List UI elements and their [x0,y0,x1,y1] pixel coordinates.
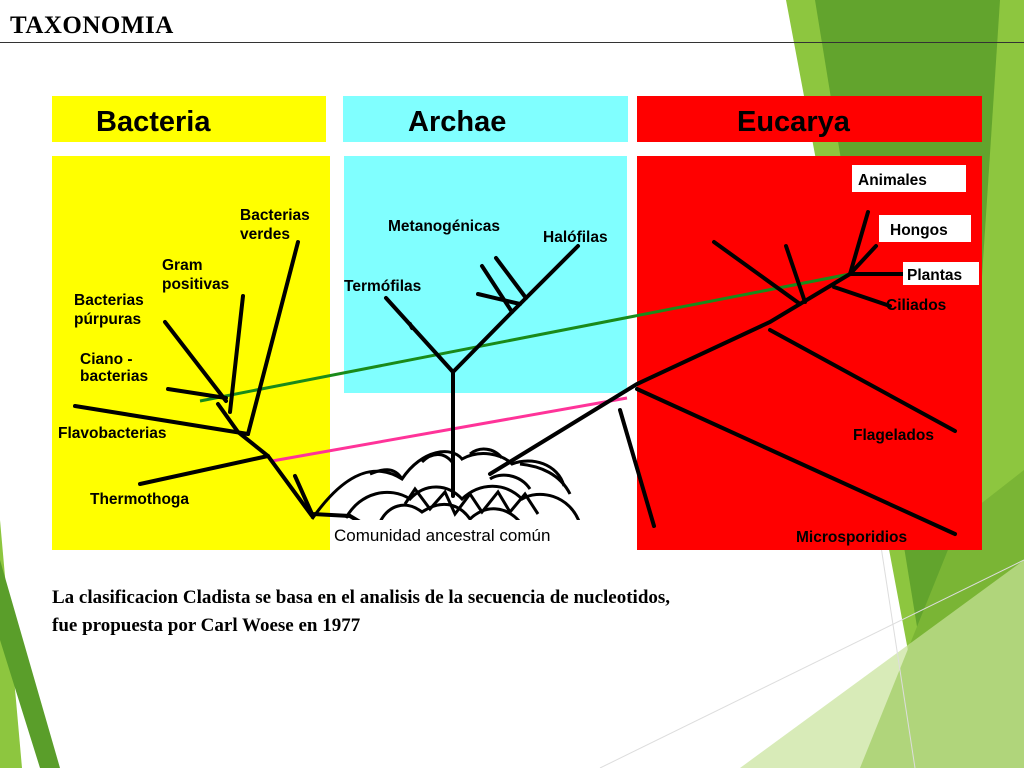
branch-purpuras [163,320,228,403]
branch-flagelados [768,328,957,433]
branch-upper-mid [784,244,807,304]
deco-shard-bottom-left-2 [0,560,60,768]
branch-upper-left [712,240,802,306]
root-label-box [330,520,628,550]
deco-thin-line-2 [879,539,916,768]
branch-gram-positivas [228,294,245,414]
label-ciano-1: Ciano - [80,351,133,368]
label-metanogenicas: Metanogénicas [388,218,500,235]
branch-flavo [73,404,250,436]
title-rule [0,42,1024,43]
net-strand-6 [489,462,572,495]
eucarya-heading: Eucarya [737,106,851,138]
slide-title: TAXONOMIA [10,12,174,39]
branch-termofilas [384,296,455,374]
animales-label-box [852,165,966,192]
chloroplast-transfer-line [199,272,851,403]
label-thermothoga: Thermothoga [90,491,189,508]
label-gram-1: Gram [162,257,203,274]
branch-bacterias-verdes [246,240,300,436]
eucarya-trunk [488,272,852,476]
net-strand-3 [378,502,522,524]
slide-caption: La clasificacion Cladista se basa en el … [52,584,992,640]
branch-metano-2 [476,292,522,306]
bacteria-branches [73,240,314,518]
eucarya-header [637,96,982,142]
label-bacterias-verdes-1: Bacterias [240,207,310,224]
bacteria-header [52,96,326,142]
archae-heading: Archae [408,106,506,138]
branch-microsporidios [635,387,957,536]
label-halofilas: Halófilas [543,229,608,246]
label-microsporidios: Microsporidios [796,529,907,546]
label-purpuras-2: púrpuras [74,311,141,328]
mitochondria-transfer-line [271,396,628,463]
caption-line-2: fue propuesta por Carl Woese en 1977 [52,615,361,636]
deco-thin-line-1 [599,559,1024,768]
phylogenetic-tree-figure: Bacteria Archae Eucarya [50,94,984,552]
net-strand-4 [369,447,504,480]
branch-ciano [166,387,228,400]
label-hongos: Hongos [890,222,948,239]
branch-ciliados [832,285,892,308]
label-animales: Animales [858,172,927,189]
label-comunidad-ancestral: Comunidad ancestral común [334,526,550,545]
ancestral-community-net [310,447,582,525]
label-termofilas: Termófilas [344,278,421,295]
archae-branches [384,244,580,498]
branch-hongos [848,244,878,276]
label-bacterias-verdes-2: verdes [240,226,290,243]
deco-shard-bottom-pale [740,560,1024,768]
branch-animales [848,210,870,276]
net-strand-1 [310,450,566,520]
label-ciano-2: bacterias [80,368,148,385]
branch-lower-left [618,408,656,528]
label-purpuras-1: Bacterias [74,292,144,309]
label-plantas: Plantas [907,267,962,284]
hongos-label-box [879,215,971,242]
branch-termofilas-2 [408,322,414,330]
branch-metano-1 [480,264,514,314]
label-flagelados: Flagelados [853,427,934,444]
branch-thermothoga [138,454,270,486]
branch-metano-3 [494,256,528,300]
label-gram-2: positivas [162,276,229,293]
label-flavobacterias: Flavobacterias [58,425,167,442]
net-strand-5 [403,486,540,517]
net-strand-2 [344,484,582,525]
caption-line-1: La clasificacion Cladista se basa en el … [52,587,671,608]
archae-header [343,96,628,142]
bacteria-heading: Bacteria [96,106,211,138]
bacteria-trunk [216,402,314,518]
plantas-label-box [903,262,979,285]
eucarya-branches [488,210,957,536]
label-ciliados: Ciliados [886,297,946,314]
